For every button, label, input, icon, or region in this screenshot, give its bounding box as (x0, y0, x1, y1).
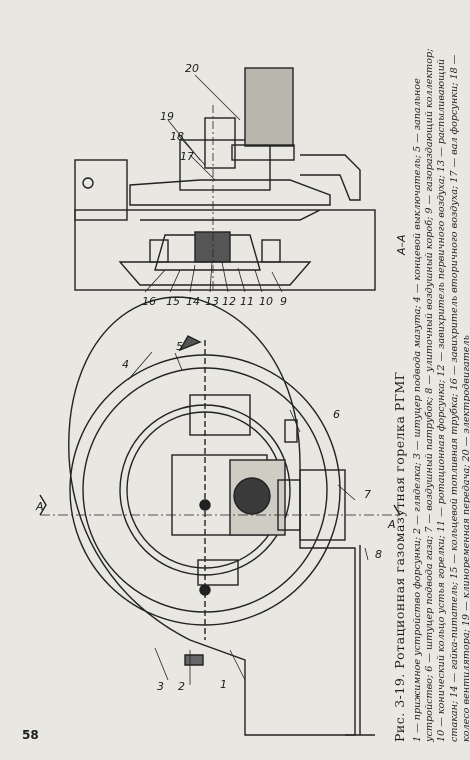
figure-caption: Рис. 3-19. Ротационная газомазутная горе… (392, 371, 407, 742)
callout-10: 10 (259, 295, 273, 308)
front-view (39, 296, 401, 736)
callout-19: 19 (160, 110, 174, 123)
callout-15: 15 (166, 295, 180, 308)
callout-1: 1 (220, 678, 227, 691)
cut-marks: А А А–А (35, 234, 408, 531)
callout-5: 5 (176, 340, 183, 353)
callout-8: 8 (375, 548, 382, 561)
cut-mark-left: А (35, 500, 44, 513)
callout-3: 3 (157, 680, 164, 693)
callout-6: 6 (333, 408, 340, 421)
callout-12: 12 (222, 295, 236, 308)
page-number: 58 (22, 728, 39, 742)
callouts-section: 9 10 11 12 13 14 15 16 17 18 19 20 (142, 62, 287, 308)
callout-20: 20 (185, 62, 199, 75)
callout-4: 4 (122, 358, 129, 371)
callout-17: 17 (180, 150, 194, 163)
callout-16: 16 (142, 295, 156, 308)
callout-7: 7 (364, 488, 371, 501)
figure-legend: 1 — прижимное устройство форсунки; 2 — г… (412, 48, 470, 742)
callout-11: 11 (240, 295, 254, 308)
callout-2: 2 (178, 680, 185, 693)
callout-14: 14 (186, 295, 200, 308)
callout-9: 9 (280, 295, 287, 308)
callouts-front: 1 2 3 4 5 6 7 8 (122, 340, 382, 693)
section-view (74, 67, 376, 291)
cut-mark-right: А (387, 518, 396, 531)
section-label: А–А (395, 234, 408, 256)
callout-18: 18 (170, 130, 184, 143)
callout-13: 13 (205, 295, 219, 308)
